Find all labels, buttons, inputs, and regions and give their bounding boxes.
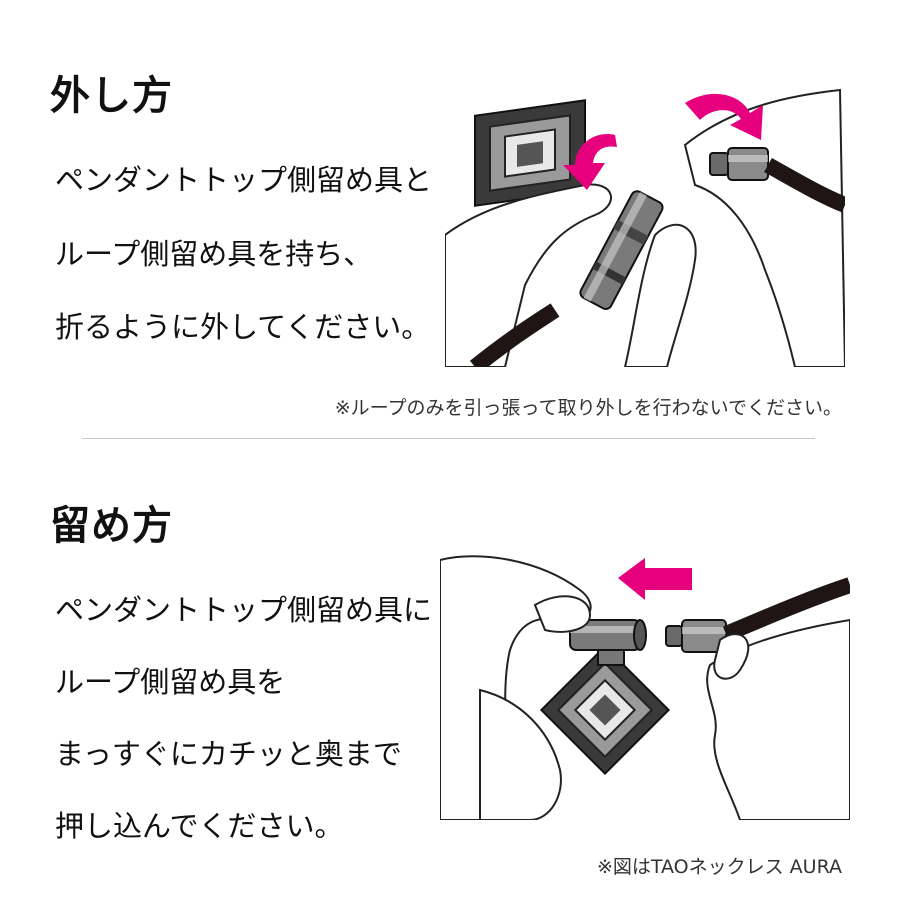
attach-heading: 留め方 <box>50 503 173 549</box>
right-hand-icon <box>706 618 850 820</box>
remove-illustration <box>445 88 845 367</box>
pendant-clasp-icon <box>569 619 647 651</box>
attach-instruction-line-3: まっすぐにカチッと奥まで <box>55 737 402 771</box>
attach-illustration <box>440 555 850 820</box>
right-hand-icon <box>683 88 845 367</box>
left-hand-icon <box>445 183 612 367</box>
model-note: ※図はTAOネックレス AURA <box>596 856 842 878</box>
attach-instruction-line-2: ループ側留め具を <box>55 665 286 699</box>
loop-clasp-icon <box>665 619 727 653</box>
remove-caution-note: ※ループのみを引っ張って取り外しを行わないでください。 <box>334 397 842 419</box>
section-divider <box>82 438 815 439</box>
attach-instruction-line-1: ペンダントトップ側留め具に <box>55 593 433 627</box>
cord-icon <box>722 577 850 642</box>
right-thumb-icon <box>713 633 750 680</box>
rotate-arrow-left-icon <box>563 134 617 190</box>
loop-clasp-icon <box>709 147 769 181</box>
pendant-clasp-icon <box>579 190 664 310</box>
left-thumb-icon <box>623 223 697 367</box>
remove-heading: 外し方 <box>50 73 173 119</box>
pendant-top-icon <box>474 99 586 207</box>
push-arrow-icon <box>618 558 692 600</box>
cord-right-icon <box>764 158 845 213</box>
left-lower-hand-icon <box>479 688 562 820</box>
remove-instruction-line-2: ループ側留め具を持ち、 <box>55 237 373 271</box>
attach-instruction-line-4: 押し込んでください。 <box>55 809 344 843</box>
remove-instruction-line-3: 折るように外してください。 <box>55 310 431 344</box>
rotate-arrow-right-icon <box>685 93 763 140</box>
pendant-top-icon <box>539 644 671 776</box>
cord-left-icon <box>470 303 560 367</box>
remove-instruction-line-1: ペンダントトップ側留め具と <box>55 163 433 197</box>
left-finger-icon <box>533 595 592 633</box>
